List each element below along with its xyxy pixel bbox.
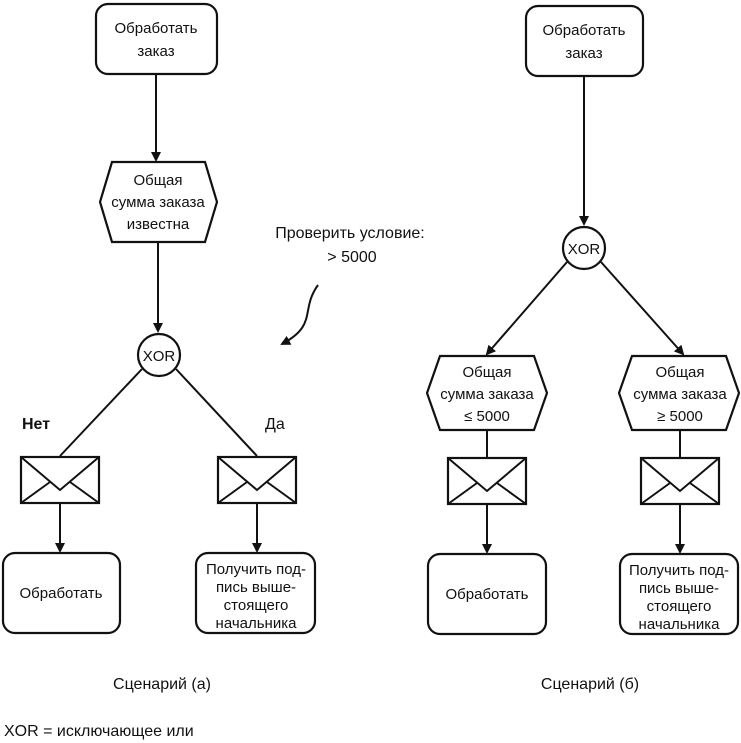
annotation-arrow [280, 284, 319, 345]
a-event-known: Общая сумма заказа известна [98, 160, 219, 244]
b-caption: Сценарий (б) [541, 676, 639, 693]
a-branch-yes-label: Да [265, 416, 285, 433]
b-end-function-left: Обработать [426, 552, 548, 636]
a-xor-connector: XOR [136, 332, 182, 378]
b-end-right-line-3: стоящего [647, 598, 712, 615]
b-event-left: Общая сумма заказа ≤ 5000 [425, 354, 549, 432]
a-start-line-1: Обработать [115, 20, 198, 37]
b-end-left-label: Обработать [446, 586, 529, 603]
b-event-right-line-3: ≥ 5000 [657, 408, 703, 425]
b-event-right: Общая сумма заказа ≥ 5000 [617, 354, 741, 432]
a-end-function-left: Обработать [1, 551, 122, 635]
a-start-function: Обработать заказ [94, 2, 219, 76]
a-branch-left [59, 368, 143, 457]
b-event-left-line-3: ≤ 5000 [464, 408, 510, 425]
b-end-right-line-2: пись выше- [639, 580, 719, 597]
b-event-left-line-1: Общая [462, 364, 511, 381]
a-branch-no-label: Нет [22, 416, 50, 433]
b-end-right-line-1: Получить под- [629, 562, 729, 579]
b-xor-connector: XOR [561, 225, 607, 271]
a-end-right-line-3: стоящего [224, 597, 289, 614]
a-end-right-line-1: Получить под- [206, 561, 306, 578]
a-end-right-line-2: пись выше- [216, 579, 296, 596]
b-envelope-left-icon [446, 456, 528, 506]
b-start-function: Обработать заказ [524, 4, 645, 78]
b-end-function-right: Получить под- пись выше- стоящего началь… [618, 552, 740, 636]
a-event-line-3: известна [127, 216, 190, 233]
a-event-line-2: сумма заказа [111, 194, 205, 211]
b-xor-label: XOR [568, 241, 601, 258]
b-event-right-line-2: сумма заказа [633, 386, 727, 403]
annotation-line-1: Проверить условие: [275, 225, 424, 242]
a-xor-label: XOR [143, 348, 176, 365]
a-end-function-right: Получить под- пись выше- стоящего началь… [194, 551, 317, 635]
b-envelope-right-icon [639, 456, 721, 506]
a-event-line-1: Общая [133, 172, 182, 189]
annotation-line-2: > 5000 [327, 249, 376, 266]
a-end-left-label: Обработать [20, 585, 103, 602]
a-end-right-line-4: начальника [216, 615, 298, 632]
b-branch-right [600, 261, 685, 356]
b-start-line-1: Обработать [543, 22, 626, 39]
a-branch-right [175, 368, 258, 457]
b-end-right-line-4: начальника [639, 616, 721, 633]
b-event-left-line-2: сумма заказа [440, 386, 534, 403]
a-start-line-2: заказ [137, 43, 174, 60]
a-envelope-left-icon [19, 455, 101, 505]
legend: XOR = исключающее или [4, 723, 194, 740]
a-caption: Сценарий (а) [113, 676, 211, 693]
a-envelope-right-icon [216, 455, 298, 505]
b-event-right-line-1: Общая [655, 364, 704, 381]
b-branch-left [485, 261, 568, 356]
b-start-line-2: заказ [565, 45, 602, 62]
